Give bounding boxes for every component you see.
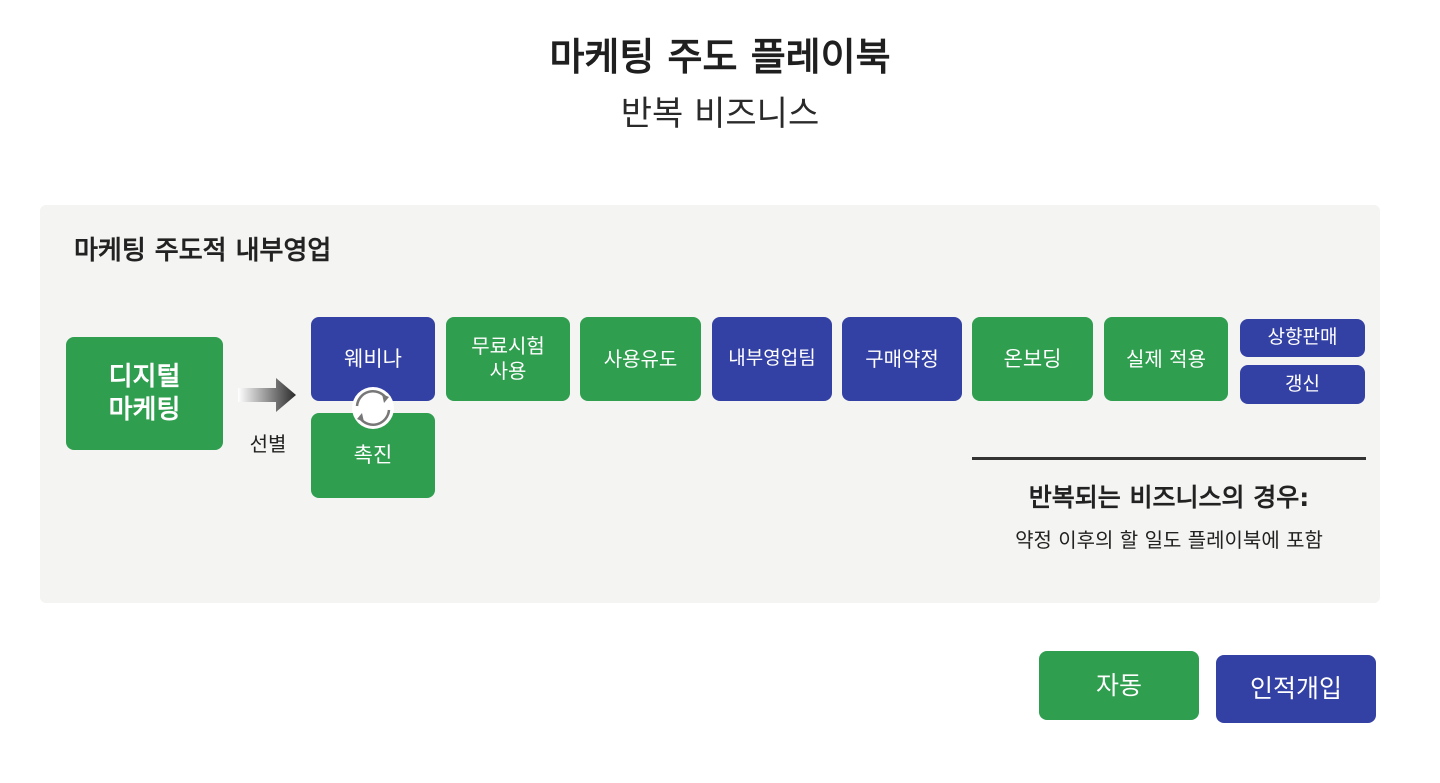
step-renewal: 갱신: [1240, 365, 1365, 404]
cycle-icon: [352, 387, 394, 429]
panel-heading: 마케팅 주도적 내부영업: [74, 236, 332, 266]
step-free-trial: 무료시험 사용: [446, 317, 570, 401]
playbook-panel: [40, 205, 1380, 603]
arrow-label-screening: 선별: [249, 432, 287, 456]
step-onboarding: 온보딩: [972, 317, 1093, 401]
flow-arrow-icon: [238, 378, 296, 412]
legend-automatic: 자동: [1039, 651, 1199, 720]
page-subtitle: 반복 비즈니스: [620, 94, 820, 134]
note-divider: [972, 457, 1366, 460]
step-inside-sales-team: 내부영업팀: [712, 317, 832, 401]
legend-human-intervention: 인적개입: [1216, 655, 1376, 723]
step-usage-induction: 사용유도: [580, 317, 701, 401]
note-heading: 반복되는 비즈니스의 경우:: [1028, 483, 1310, 512]
step-actual-application: 실제 적용: [1104, 317, 1228, 401]
step-purchase-contract: 구매약정: [842, 317, 962, 401]
step-upselling: 상향판매: [1240, 319, 1365, 357]
page-title: 마케팅 주도 플레이북: [549, 35, 891, 79]
source-box-digital-marketing: 디지털 마케팅: [66, 337, 223, 450]
note-body: 약정 이후의 할 일도 플레이북에 포함: [1015, 528, 1323, 552]
